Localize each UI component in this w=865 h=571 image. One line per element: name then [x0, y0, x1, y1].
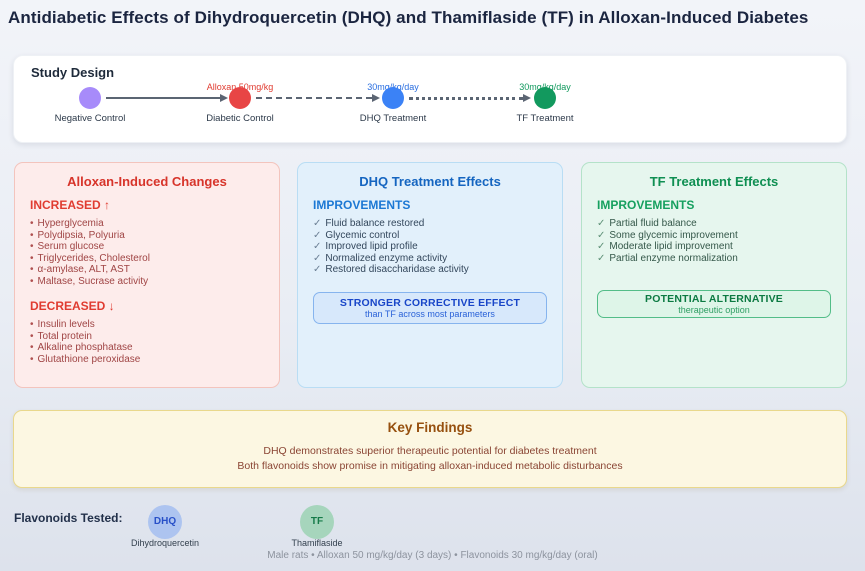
tf-highlight-title: POTENTIAL ALTERNATIVE: [645, 293, 783, 305]
key-findings-panel: Key Findings DHQ demonstrates superior t…: [13, 410, 847, 488]
tf-improvements-list: ✓Partial fluid balance ✓Some glycemic im…: [597, 218, 831, 264]
diabetic-control-node: Alloxan 50mg/kg Diabetic Control: [175, 56, 305, 144]
alloxan-changes-panel: Alloxan-Induced Changes INCREASED ↑ •Hyp…: [14, 162, 280, 388]
diabetic-control-circle-icon: [229, 87, 251, 109]
arrow-dotted-icon: [409, 93, 531, 103]
tf-badge-icon: TF: [300, 505, 334, 539]
list-item: •Alkaline phosphatase: [30, 342, 133, 353]
tf-treatment-circle-icon: [534, 87, 556, 109]
list-item: ✓Improved lipid profile: [313, 241, 418, 252]
increased-heading: INCREASED ↑: [30, 198, 111, 212]
list-item: •Total protein: [30, 330, 92, 342]
dhq-highlight-box: STRONGER CORRECTIVE EFFECT than TF acros…: [313, 291, 547, 324]
dhq-improvements-heading: IMPROVEMENTS: [313, 198, 411, 212]
list-item: •Polydipsia, Polyuria: [30, 229, 125, 241]
dhq-panel-title: DHQ Treatment Effects: [359, 174, 501, 189]
list-item: ✓Fluid balance restored: [313, 218, 425, 229]
tf-effects-panel: TF Treatment Effects IMPROVEMENTS ✓Parti…: [581, 162, 847, 388]
node-label: Negative Control: [54, 113, 126, 124]
node-label: TF Treatment: [516, 113, 574, 124]
tf-highlight-subtitle: therapeutic option: [678, 305, 750, 315]
list-item: ✓Some glycemic improvement: [597, 229, 738, 241]
list-item: •Insulin levels: [30, 319, 95, 330]
alloxan-panel-title: Alloxan-Induced Changes: [67, 174, 227, 189]
list-item: ✓Glycemic control: [313, 229, 400, 241]
dhq-improvements-list: ✓Fluid balance restored ✓Glycemic contro…: [313, 218, 547, 276]
tf-highlight-box: POTENTIAL ALTERNATIVE therapeutic option: [597, 290, 831, 318]
dhq-treatment-circle-icon: [382, 87, 404, 109]
list-item: •Hyperglycemia: [30, 218, 104, 229]
dhq-effects-panel: DHQ Treatment Effects IMPROVEMENTS ✓Flui…: [297, 162, 563, 388]
negative-control-circle-icon: [79, 87, 101, 109]
negative-control-node: Negative Control: [25, 56, 155, 144]
increased-list: •Hyperglycemia •Polydipsia, Polyuria •Se…: [30, 218, 264, 287]
list-item: •Serum glucose: [30, 241, 105, 252]
list-item: ✓Partial enzyme normalization: [597, 252, 738, 264]
dhq-highlight-subtitle: than TF across most parameters: [365, 308, 495, 319]
node-label: Diabetic Control: [206, 113, 274, 124]
list-item: ✓Normalized enzyme activity: [313, 252, 448, 264]
arrow-solid-icon: [106, 93, 228, 103]
decreased-list: •Insulin levels •Total protein •Alkaline…: [30, 319, 264, 365]
key-finding-line: DHQ demonstrates superior therapeutic po…: [263, 445, 597, 457]
study-design-panel: Study Design Negative Control Alloxan 50…: [13, 55, 847, 143]
page-title: Antidiabetic Effects of Dihydroquercetin…: [8, 8, 809, 27]
study-design-heading: Study Design: [31, 65, 115, 80]
decreased-heading: DECREASED ↓: [30, 299, 115, 313]
list-item: ✓Moderate lipid improvement: [597, 241, 733, 252]
flavonoids-tested-label: Flavonoids Tested:: [14, 511, 123, 525]
list-item: •Maltase, Sucrase activity: [30, 275, 149, 287]
list-item: ✓Restored disaccharidase activity: [313, 264, 469, 275]
tf-improvements-heading: IMPROVEMENTS: [597, 198, 695, 212]
dhq-highlight-title: STRONGER CORRECTIVE EFFECT: [339, 296, 521, 309]
node-label: DHQ Treatment: [359, 113, 427, 124]
key-finding-line: Both flavonoids show promise in mitigati…: [237, 460, 623, 472]
list-item: •Triglycerides, Cholesterol: [30, 252, 150, 264]
list-item: ✓Partial fluid balance: [597, 218, 697, 229]
methods-footnote: Male rats • Alloxan 50 mg/kg/day (3 days…: [267, 550, 598, 561]
arrow-dashed-icon: [256, 93, 380, 103]
list-item: •Glutathione peroxidase: [30, 353, 141, 365]
tf-panel-title: TF Treatment Effects: [649, 174, 779, 189]
tf-name-label: Thamiflaside: [291, 538, 343, 548]
key-findings-title: Key Findings: [387, 420, 473, 435]
list-item: •α-amylase, ALT, AST: [30, 264, 130, 275]
dhq-badge-icon: DHQ: [148, 505, 182, 539]
dhq-name-label: Dihydroquercetin: [130, 538, 200, 548]
